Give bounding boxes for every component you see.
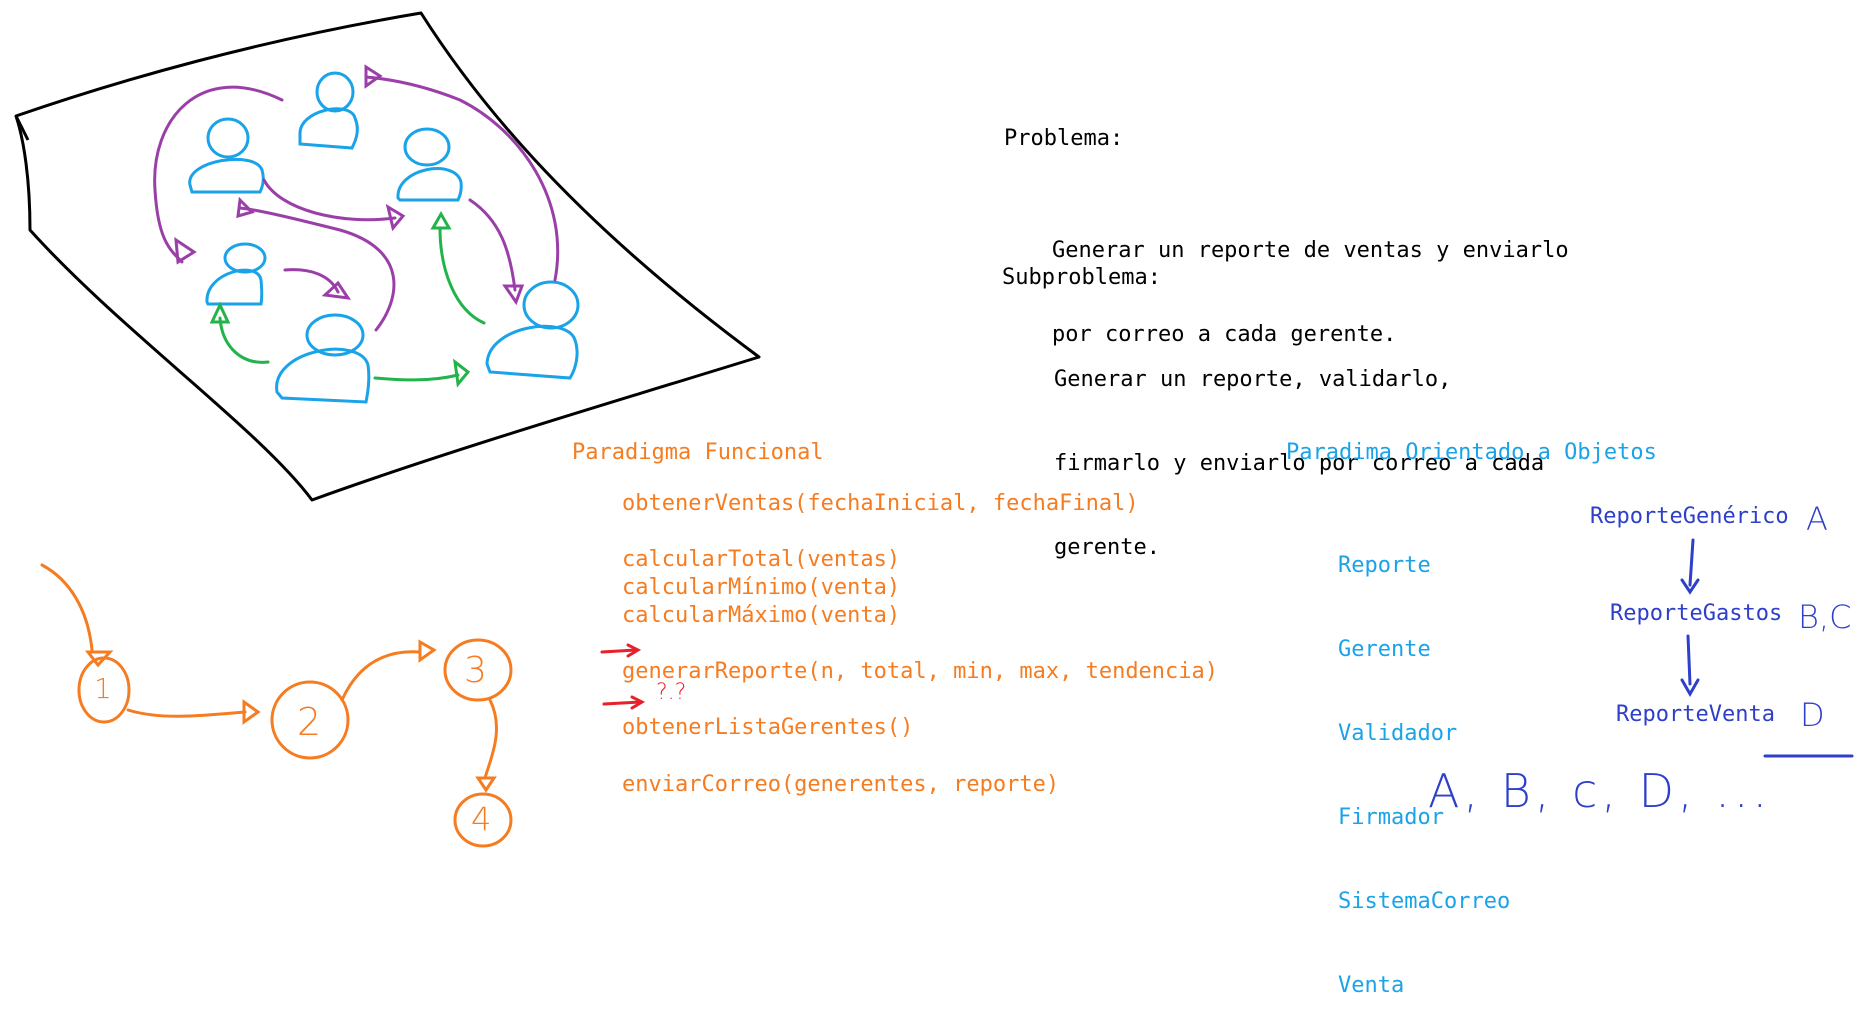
subproblem-line: firmarlo y enviarlo por correo a cada (1054, 451, 1545, 476)
functional-line: generarReporte(n, total, min, max, tende… (622, 659, 1219, 684)
functional-line: calcularMínimo(venta) (622, 575, 901, 600)
subproblem-heading: Subproblema: (1002, 265, 1161, 290)
green-arrows (209, 210, 486, 388)
hierarchy-node: ReporteGastos (1610, 601, 1783, 626)
person-icon-group (188, 71, 580, 404)
subproblem-line: gerente. (1054, 535, 1160, 560)
hierarchy-tag: A (1806, 500, 1828, 538)
letter-sequence: A, B, c, D, ... (1428, 764, 1772, 818)
orange-flow (40, 563, 513, 848)
flow-node-circle (270, 680, 350, 760)
oop-heading: Paradima Orientado a Objetos (1286, 440, 1657, 465)
functional-line: obtenerListaGerentes() (622, 715, 914, 740)
hierarchy-node: ReporteGenérico (1590, 504, 1789, 529)
flow-node-label: 3 (464, 650, 487, 691)
problem-heading: Problema: (1004, 126, 1124, 151)
problem-text: Generar un reporte de ventas y enviarlo … (1052, 181, 1569, 377)
functional-line: calcularTotal(ventas) (622, 547, 901, 572)
functional-line: calcularMáximo(venta) (622, 603, 901, 628)
purple-arrows (153, 64, 560, 332)
functional-line: enviarCorreo(generentes, reporte) (622, 772, 1060, 797)
problem-line: Generar un reporte de ventas y enviarlo (1052, 238, 1569, 263)
flow-node-circle (443, 638, 513, 702)
flow-node-circle (77, 656, 131, 724)
person-icon (396, 127, 463, 202)
person-icon (275, 313, 371, 404)
subproblem-text: Generar un reporte, validarlo, firmarlo … (1054, 310, 1544, 590)
functional-line: obtenerVentas(fechaInicial, fechaFinal) (622, 491, 1139, 516)
functional-heading: Paradigma Funcional (572, 440, 824, 465)
hierarchy-arrows (1680, 538, 1854, 758)
red-arrows (600, 643, 646, 710)
problem-line: por correo a cada gerente. (1052, 322, 1397, 347)
person-icon (205, 242, 267, 306)
oop-class: Validador (1338, 721, 1458, 746)
flow-node-label: 1 (94, 672, 112, 705)
sketch-layer (14, 11, 1854, 848)
oop-class: SistemaCorreo (1338, 889, 1511, 914)
flow-node-label: 4 (471, 800, 492, 838)
subproblem-line: Generar un reporte, validarlo, (1054, 367, 1452, 392)
person-icon (298, 71, 359, 150)
person-icon (188, 117, 265, 194)
hierarchy-tag: D (1800, 696, 1825, 734)
paper-sheet-outline (14, 11, 761, 502)
oop-class: Reporte (1338, 553, 1431, 578)
hierarchy-tag: B,C (1798, 598, 1852, 636)
oop-class: Venta (1338, 973, 1405, 998)
question-annotation: ?.? (656, 680, 687, 705)
flow-node-label: 2 (297, 700, 322, 744)
oop-class: Gerente (1338, 637, 1431, 662)
oop-class-list: Reporte Gerente Validador Firmador Siste… (1338, 496, 1510, 1028)
hierarchy-node: ReporteVenta (1616, 702, 1775, 727)
person-icon (485, 280, 580, 380)
oop-class: Firmador (1338, 805, 1444, 830)
flow-node-circle (453, 792, 513, 848)
